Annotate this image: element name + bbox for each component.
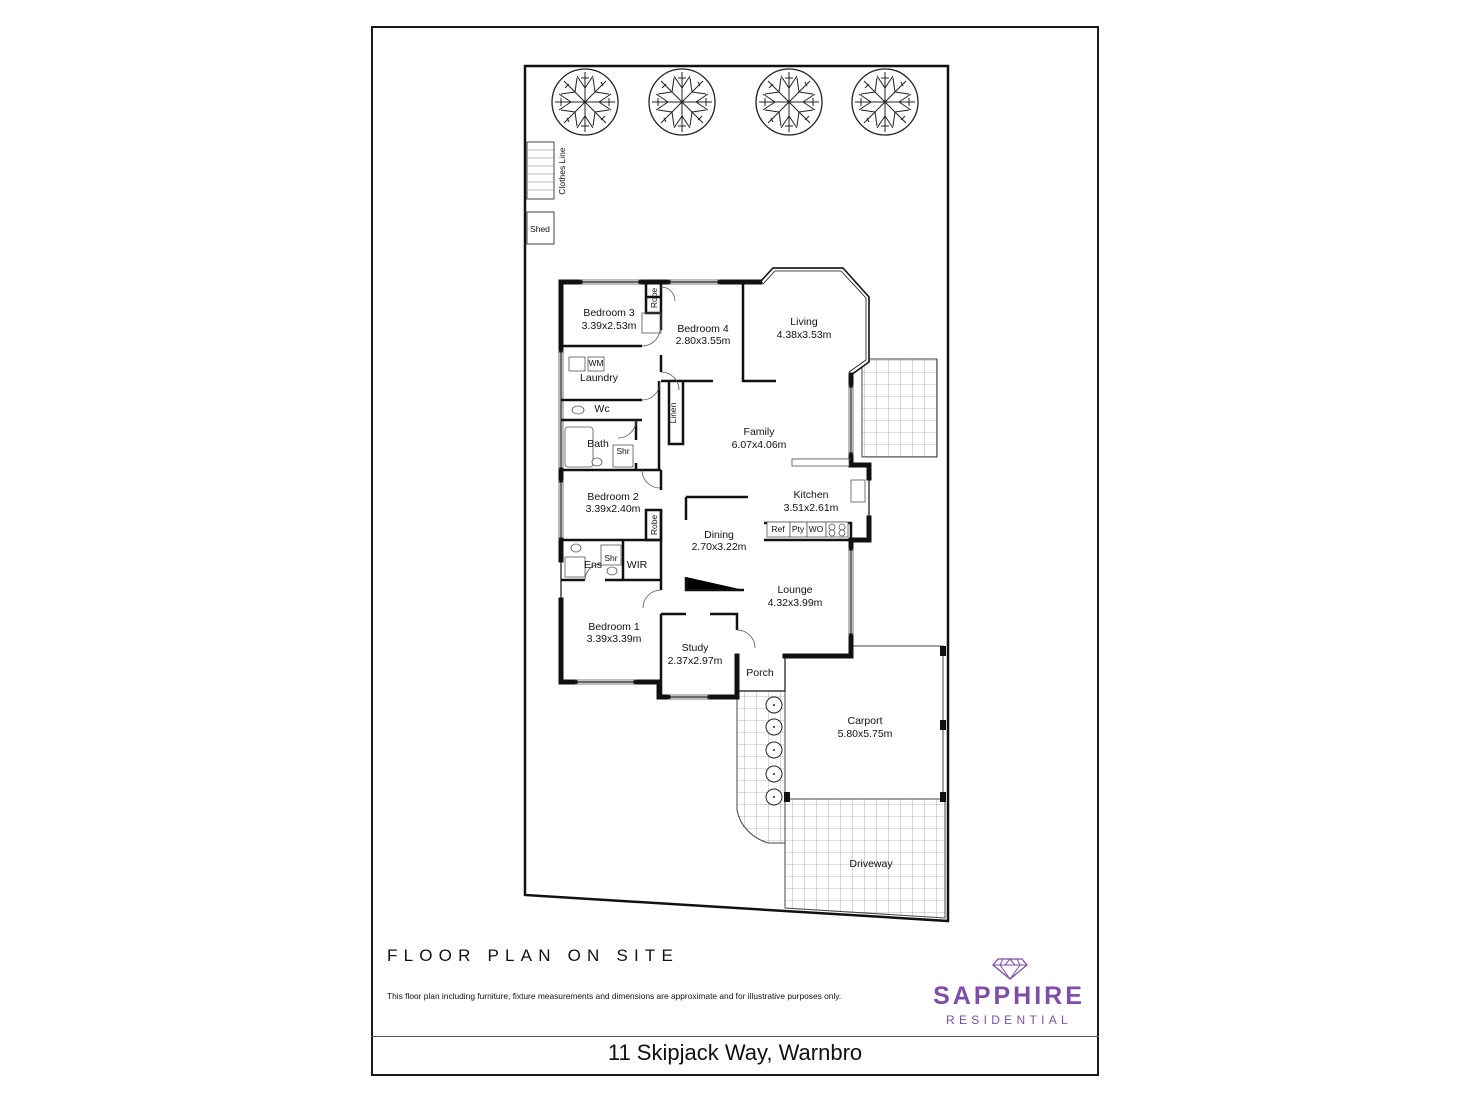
site-boundary bbox=[523, 64, 950, 923]
wo-label: WO bbox=[809, 524, 824, 534]
tree-icon bbox=[851, 68, 919, 136]
linen-label: Linen bbox=[668, 402, 678, 423]
wm-label: WM bbox=[588, 358, 603, 368]
carport-posts bbox=[784, 646, 946, 802]
tree-icon bbox=[648, 68, 716, 136]
bollard-icon bbox=[765, 788, 783, 806]
shr-bath-label: Shr bbox=[616, 446, 629, 456]
room-size-study: 2.37x2.97m bbox=[668, 655, 723, 667]
room-name-laundry: Laundry bbox=[580, 372, 619, 384]
room-name-driveway: Driveway bbox=[849, 858, 893, 870]
room-name-porch: Porch bbox=[746, 667, 774, 679]
driveway-paving bbox=[784, 798, 946, 919]
tree-icon bbox=[551, 68, 619, 136]
bollard-icon bbox=[765, 696, 783, 714]
brand-subtitle: RESIDENTIAL bbox=[946, 1013, 1072, 1027]
room-name-bedroom4: Bedroom 4 bbox=[677, 323, 729, 335]
diamond-icon bbox=[992, 958, 1028, 980]
room-name-ens: Ens bbox=[584, 559, 602, 571]
room-size-carport: 5.80x5.75m bbox=[838, 728, 893, 740]
room-size-bedroom3: 3.39x2.53m bbox=[582, 320, 637, 332]
room-name-lounge: Lounge bbox=[777, 584, 812, 596]
pty-label: Pty bbox=[792, 524, 805, 534]
brand-name: SAPPHIRE bbox=[933, 982, 1085, 1010]
room-size-bedroom1: 3.39x3.39m bbox=[587, 633, 642, 645]
disclaimer-text: This floor plan including furniture, fix… bbox=[387, 991, 842, 1001]
room-name-wir: WIR bbox=[627, 559, 648, 571]
ref-label: Ref bbox=[771, 524, 785, 534]
house-walls bbox=[558, 267, 872, 700]
room-size-lounge: 4.32x3.99m bbox=[768, 597, 823, 609]
plan-heading: FLOOR PLAN ON SITE bbox=[387, 946, 680, 965]
robe-mid-label: Robe bbox=[649, 515, 659, 536]
bollard-icon bbox=[765, 741, 783, 759]
bollard-icon bbox=[765, 718, 783, 736]
clothes-line: Clothes Line bbox=[526, 141, 567, 200]
room-name-bedroom1: Bedroom 1 bbox=[588, 621, 640, 633]
room-size-bedroom4: 2.80x3.55m bbox=[676, 335, 731, 347]
room-name-bath: Bath bbox=[587, 438, 609, 450]
room-name-wc: Wc bbox=[594, 403, 609, 415]
shed: Shed bbox=[526, 211, 555, 245]
room-labels: Bedroom 3 3.39x2.53m Robe Bedroom 4 2.80… bbox=[580, 288, 893, 870]
room-name-bedroom2: Bedroom 2 bbox=[587, 491, 639, 503]
alfresco-paving bbox=[861, 358, 938, 458]
tree-icon bbox=[755, 68, 823, 136]
room-name-bedroom3: Bedroom 3 bbox=[583, 307, 635, 319]
property-address: 11 Skipjack Way, Warnbro bbox=[607, 1040, 863, 1065]
room-name-kitchen: Kitchen bbox=[793, 489, 828, 501]
room-size-kitchen: 3.51x2.61m bbox=[784, 502, 839, 514]
room-name-dining: Dining bbox=[704, 529, 734, 541]
room-name-family: Family bbox=[744, 426, 776, 438]
room-size-family: 6.07x4.06m bbox=[732, 439, 787, 451]
room-name-study: Study bbox=[682, 642, 710, 654]
room-name-living: Living bbox=[790, 316, 818, 328]
clothes-line-label: Clothes Line bbox=[557, 147, 567, 195]
shed-label: Shed bbox=[530, 224, 550, 234]
room-size-bedroom2: 3.39x2.40m bbox=[586, 503, 641, 515]
footer-divider bbox=[371, 1036, 1099, 1037]
room-size-dining: 2.70x3.22m bbox=[692, 541, 747, 553]
robe-top-label: Robe bbox=[649, 288, 659, 309]
shr-ens-label: Shr bbox=[604, 553, 617, 563]
room-name-carport: Carport bbox=[847, 715, 882, 727]
bollard-icon bbox=[765, 765, 783, 783]
room-size-living: 4.38x3.53m bbox=[777, 329, 832, 341]
